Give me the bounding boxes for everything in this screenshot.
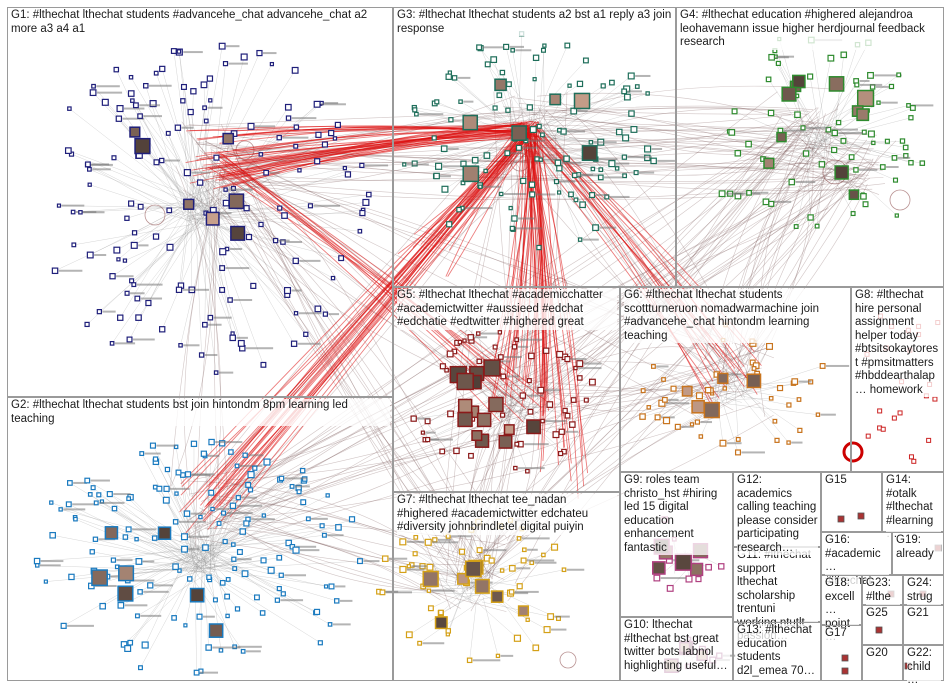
group-box-g21: G21 bbox=[903, 605, 944, 645]
group-label-g22: G22: child… bbox=[907, 647, 941, 688]
group-box-g5: G5: #lthechat lthechat #academicchatter … bbox=[393, 287, 620, 492]
group-box-g13: G13: #lthechat education students d2l_em… bbox=[733, 622, 821, 681]
group-box-g17: G17 bbox=[821, 625, 862, 681]
group-label-g5: G5: #lthechat lthechat #academicchatter … bbox=[397, 289, 617, 330]
group-box-g24: G24: strug… bbox=[903, 575, 944, 605]
group-box-g25: G25 bbox=[862, 605, 903, 645]
group-box-g1: G1: #lthechat lthechat students #advance… bbox=[7, 7, 393, 397]
group-label-g21: G21 bbox=[907, 607, 941, 621]
group-label-g2: G2: #lthechat lthechat students bst join… bbox=[11, 399, 390, 426]
group-box-g12: G12: academics calling teaching please c… bbox=[733, 472, 821, 547]
group-label-g13: G13: #lthechat education students d2l_em… bbox=[737, 624, 818, 678]
group-label-g8: G8: #lthechat hire personal assignment h… bbox=[855, 289, 941, 397]
group-label-g4: G4: #lthechat education #highered alejan… bbox=[680, 9, 941, 50]
group-box-g4: G4: #lthechat education #highered alejan… bbox=[676, 7, 944, 287]
group-label-g7: G7: #lthechat lthechat tee_nadan #higher… bbox=[397, 494, 617, 535]
group-label-g12: G12: academics calling teaching please c… bbox=[737, 474, 818, 555]
group-label-g3: G3: #lthechat lthechat students a2 bst a… bbox=[397, 9, 673, 36]
group-label-g9: G9: roles team christo_hst #hiring led 1… bbox=[624, 474, 730, 555]
group-box-g20: G20 bbox=[862, 645, 903, 681]
group-label-g10: G10: lthechat #lthechat bst great twitte… bbox=[624, 619, 730, 673]
group-box-g22: G22: child… bbox=[903, 645, 944, 681]
group-box-g23: G23: #lthe… bbox=[862, 575, 903, 605]
group-box-g16: G16: #academic… #lthechat… bbox=[821, 532, 892, 575]
group-box-g8: G8: #lthechat hire personal assignment h… bbox=[851, 287, 944, 472]
group-box-g18: G18: excell… point… bbox=[821, 575, 862, 625]
group-box-g11: G11: #lthechat support lthechat scholars… bbox=[733, 547, 821, 622]
group-box-g10: G10: lthechat #lthechat bst great twitte… bbox=[620, 617, 733, 681]
group-box-g6: G6: #lthechat lthechat students scotttur… bbox=[620, 287, 851, 472]
group-box-g19: G19: already bbox=[892, 532, 944, 575]
group-box-g9: G9: roles team christo_hst #hiring led 1… bbox=[620, 472, 733, 617]
group-label-g17: G17 bbox=[825, 627, 859, 641]
group-box-g2: G2: #lthechat lthechat students bst join… bbox=[7, 397, 393, 681]
group-box-g7: G7: #lthechat lthechat tee_nadan #higher… bbox=[393, 492, 620, 681]
group-box-g3: G3: #lthechat lthechat students a2 bst a… bbox=[393, 7, 676, 287]
group-box-g15: G15 bbox=[821, 472, 882, 532]
group-label-g19: G19: already bbox=[896, 534, 941, 561]
group-label-g6: G6: #lthechat lthechat students scotttur… bbox=[624, 289, 848, 343]
group-box-g14: G14: #otalk #lthechat #learning… bbox=[882, 472, 944, 532]
group-label-g15: G15 bbox=[825, 474, 879, 488]
group-label-g1: G1: #lthechat lthechat students #advance… bbox=[11, 9, 390, 36]
group-label-g25: G25 bbox=[866, 607, 900, 621]
group-label-g20: G20 bbox=[866, 647, 900, 661]
